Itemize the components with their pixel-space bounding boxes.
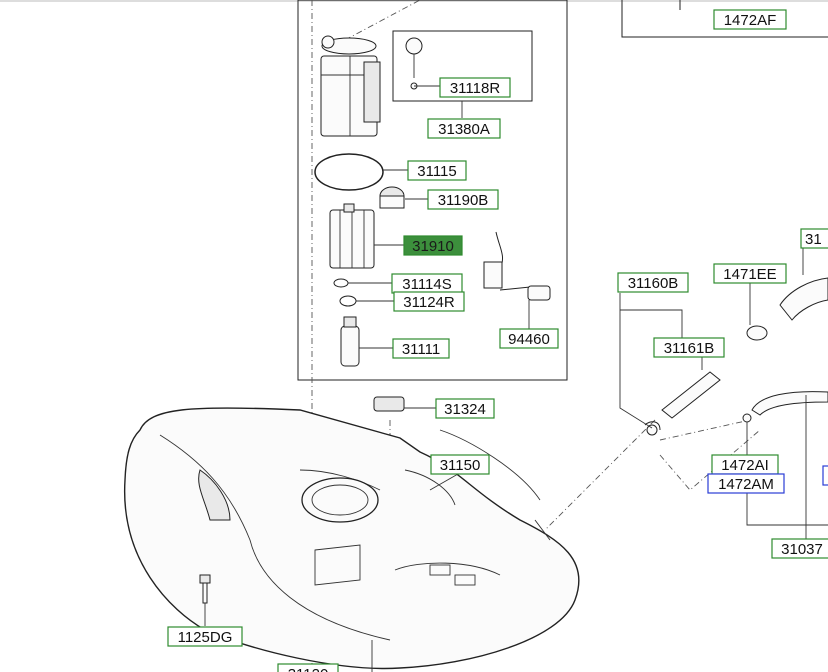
label-31120-partial[interactable]: 31120 bbox=[277, 663, 339, 672]
filler-neck-hose-part bbox=[644, 371, 721, 436]
fuel-filter-part bbox=[329, 203, 375, 269]
svg-text:31111: 31111 bbox=[402, 341, 440, 358]
o-ring-31115 bbox=[314, 153, 384, 191]
svg-text:31150: 31150 bbox=[440, 457, 481, 474]
label-31118r[interactable]: 31118R bbox=[439, 77, 511, 98]
fuel-tank-body bbox=[124, 407, 580, 670]
fuel-sender-part bbox=[405, 37, 423, 90]
filter-cap-part bbox=[379, 186, 405, 209]
fuel-pump-module bbox=[320, 35, 381, 137]
label-31114s[interactable]: 31114S bbox=[391, 273, 463, 294]
svg-text:31037: 31037 bbox=[781, 541, 823, 558]
fuel-pump-assembly-frame bbox=[297, 0, 568, 381]
label-31-partial[interactable]: 31 bbox=[800, 228, 828, 249]
label-31111[interactable]: 31111 bbox=[392, 338, 450, 359]
svg-text:94460: 94460 bbox=[508, 331, 550, 348]
svg-text:31161B: 31161B bbox=[664, 340, 715, 357]
svg-text:1472AI: 1472AI bbox=[721, 457, 769, 474]
hose-clamp-1471ee bbox=[746, 325, 768, 341]
label-94460[interactable]: 94460 bbox=[499, 328, 559, 349]
clip-31324 bbox=[373, 396, 405, 412]
label-blue-partial[interactable] bbox=[822, 465, 828, 486]
label-1472ai[interactable]: 1472AI bbox=[711, 454, 779, 475]
label-31380a[interactable]: 31380A bbox=[427, 118, 501, 139]
svg-text:1472AF: 1472AF bbox=[724, 12, 777, 29]
svg-text:1472AM: 1472AM bbox=[718, 476, 774, 493]
vent-hose-upper bbox=[779, 277, 828, 321]
label-31161b[interactable]: 31161B bbox=[653, 337, 725, 358]
label-31190b[interactable]: 31190B bbox=[427, 189, 499, 210]
svg-text:31118R: 31118R bbox=[450, 80, 500, 97]
label-1125dg[interactable]: 1125DG bbox=[167, 626, 243, 647]
label-31160b[interactable]: 31160B bbox=[617, 272, 689, 293]
fuel-level-sender-part bbox=[483, 231, 551, 301]
label-31910-highlighted[interactable]: 31910 bbox=[403, 235, 463, 256]
svg-text:31380A: 31380A bbox=[438, 121, 490, 138]
svg-text:31124R: 31124R bbox=[403, 294, 455, 311]
label-31324[interactable]: 31324 bbox=[435, 398, 495, 419]
sender-gauge-inset bbox=[392, 30, 533, 102]
small-clamp bbox=[742, 413, 752, 423]
svg-text:1471EE: 1471EE bbox=[723, 266, 776, 283]
pump-motor-part bbox=[340, 316, 360, 367]
svg-text:31910: 31910 bbox=[412, 238, 454, 255]
hose-bracket-frame bbox=[621, 0, 828, 38]
o-ring-31114s bbox=[333, 278, 349, 288]
svg-text:31120: 31120 bbox=[288, 666, 329, 672]
label-31037[interactable]: 31037 bbox=[771, 538, 828, 559]
svg-text:31115: 31115 bbox=[417, 163, 457, 180]
label-31150[interactable]: 31150 bbox=[430, 454, 490, 475]
label-1472am[interactable]: 1472AM bbox=[707, 473, 785, 494]
svg-text:31324: 31324 bbox=[444, 401, 486, 418]
label-31115[interactable]: 31115 bbox=[407, 160, 467, 181]
vent-hose-lower bbox=[751, 391, 828, 416]
svg-text:31160B: 31160B bbox=[628, 275, 679, 292]
svg-text:1125DG: 1125DG bbox=[178, 629, 233, 646]
label-1472af[interactable]: 1472AF bbox=[713, 9, 787, 30]
label-31124r[interactable]: 31124R bbox=[393, 291, 465, 312]
svg-text:31114S: 31114S bbox=[402, 276, 452, 293]
o-ring-31124r bbox=[339, 295, 357, 307]
label-1471ee[interactable]: 1471EE bbox=[713, 263, 787, 284]
svg-text:31190B: 31190B bbox=[438, 192, 489, 209]
svg-text:31: 31 bbox=[805, 231, 822, 248]
